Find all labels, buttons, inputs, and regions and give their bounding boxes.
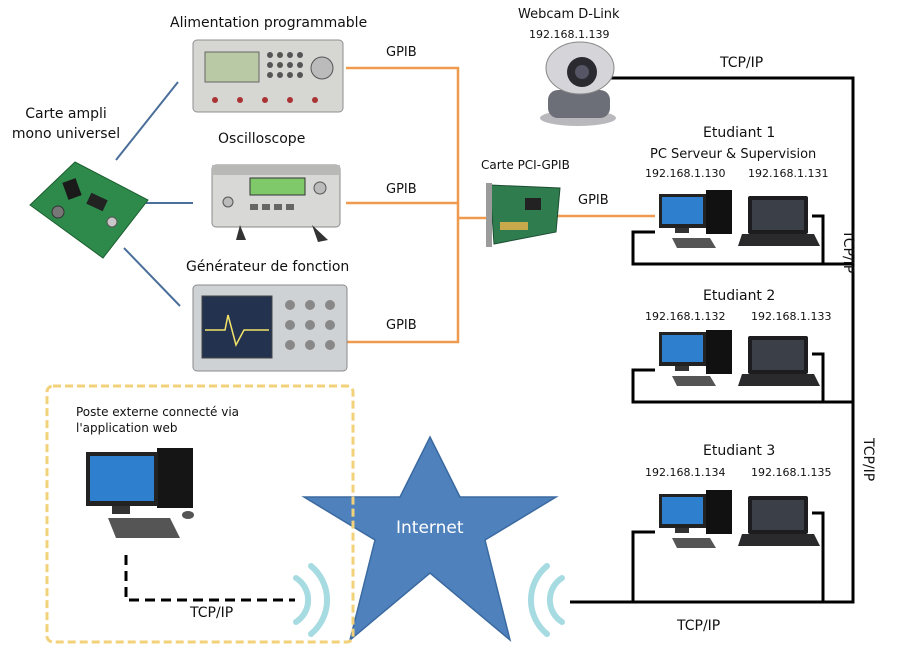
generator-icon [192, 284, 348, 372]
tcpip-label-bottom: TCP/IP [677, 618, 721, 634]
student-2-title: Etudiant 2 [703, 288, 776, 304]
student-2-desktop-icon [659, 330, 732, 386]
student-3-title: Etudiant 3 [703, 443, 776, 459]
student-3-ip-desktop: 192.168.1.134 [645, 466, 726, 479]
gpib-label-card: GPIB [578, 193, 609, 208]
external-dashed-link [124, 555, 295, 602]
external-desktop-icon [86, 448, 194, 538]
amp-board-label: Carte ampli mono universel [11, 106, 121, 142]
gpib-card-icon [486, 183, 561, 247]
tcpip-label-external: TCP/IP [190, 605, 234, 621]
student-3-desktop-icon [659, 490, 732, 548]
wifi-icon [293, 563, 330, 637]
power-supply-label: Alimentation programmable [170, 15, 368, 31]
gpib-card-label: Carte PCI-GPIB [481, 158, 570, 172]
student-1-title: Etudiant 1 [703, 125, 776, 141]
webcam-label: Webcam D-Link [518, 7, 620, 22]
student-2-laptop-icon [738, 336, 820, 386]
generator-label: Générateur de fonction [186, 259, 350, 275]
gpib-bus [346, 66, 655, 344]
student-1-ip-laptop: 192.168.1.131 [748, 167, 829, 180]
amp-board-links [115, 81, 193, 307]
gpib-label-power: GPIB [386, 45, 417, 60]
power-supply-icon [192, 39, 344, 113]
tcpip-label-right-2: TCP/IP [860, 438, 876, 482]
student-1-laptop-icon [738, 196, 820, 246]
student-3-ip-laptop: 192.168.1.135 [751, 466, 832, 479]
student-1-ip-desktop: 192.168.1.130 [645, 167, 726, 180]
oscilloscope-label: Oscilloscope [218, 131, 306, 147]
internet-label: Internet [396, 518, 464, 538]
tcpip-label-top: TCP/IP [720, 55, 764, 71]
gpib-label-oscilloscope: GPIB [386, 182, 417, 197]
student-3-laptop-icon [738, 496, 820, 546]
amp-board-icon [29, 161, 149, 259]
webcam-icon [540, 41, 616, 126]
internet-star [301, 435, 559, 643]
tcpip-network [570, 76, 855, 604]
external-label-line2: l'application web [76, 421, 178, 435]
external-label-line1: Poste externe connecté via [76, 405, 240, 419]
wifi-icon [528, 563, 565, 637]
student-2-ip-laptop: 192.168.1.133 [751, 310, 832, 323]
student-1-desktop-icon [659, 190, 732, 248]
tcpip-label-right-1: TCP/IP [840, 230, 856, 274]
oscilloscope-icon [211, 164, 341, 242]
student-1-subtitle: PC Serveur & Supervision [650, 147, 817, 162]
student-2-ip-desktop: 192.168.1.132 [645, 310, 726, 323]
webcam-ip: 192.168.1.139 [529, 28, 610, 41]
external-station-frame [45, 384, 355, 644]
gpib-label-generator: GPIB [386, 318, 417, 333]
